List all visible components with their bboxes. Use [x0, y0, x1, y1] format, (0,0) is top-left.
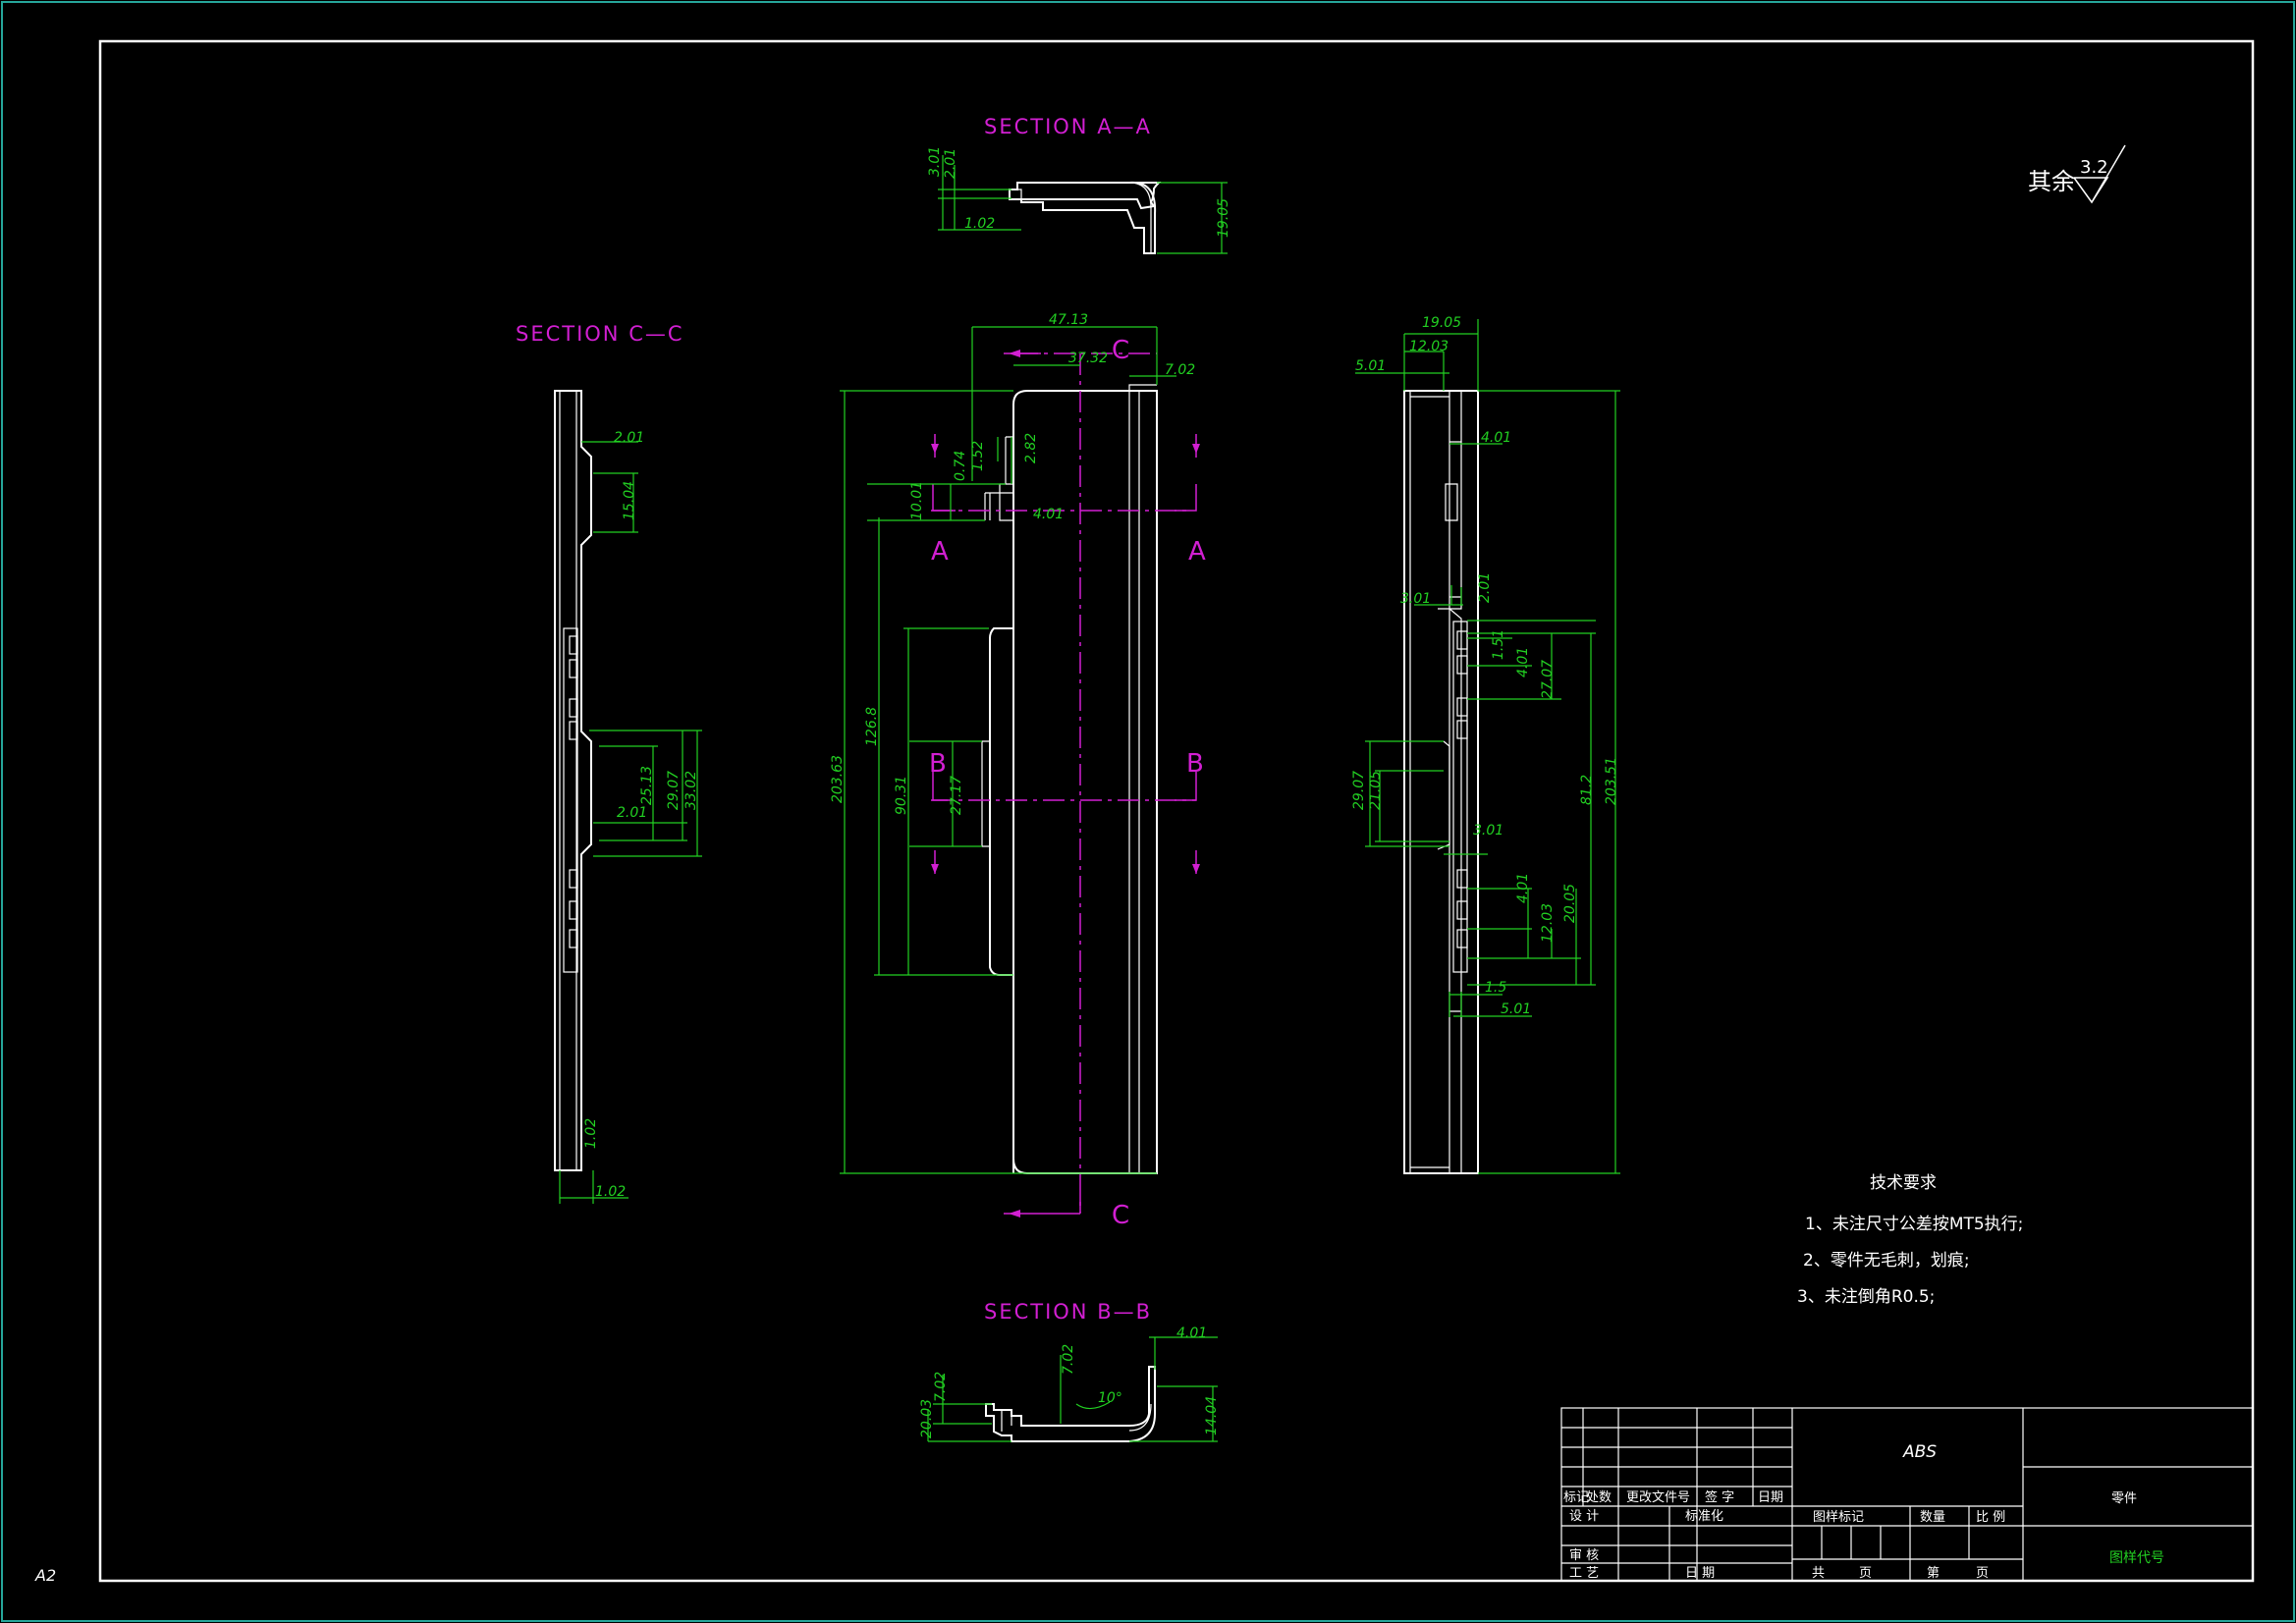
tb-page: 页: [1859, 1566, 1872, 1581]
dim-side-3: 5.01: [1355, 358, 1386, 374]
dim-aa-3: 1.02: [964, 216, 995, 232]
dim-side-14: 203.51: [1604, 757, 1619, 805]
tb-material: ABS: [1902, 1442, 1937, 1462]
front-view: A A B B C C 47.13 37.32 7.02 203.63 126.…: [830, 312, 1206, 1230]
title-block: 标记 处数 更改文件号 签 字 日期 设 计 标准化 审 核 工 艺 日 期 A…: [1560, 1407, 2254, 1582]
dim-bb-4: 20.03: [919, 1399, 935, 1438]
tb-rev-date: 日期: [1758, 1490, 1783, 1505]
section-cc-view: SECTION C—C 2.01 15.04 25.13 29.07 33.02…: [516, 322, 702, 1204]
dim-bb-6: 14.04: [1204, 1396, 1220, 1435]
dim-front-4: 203.63: [830, 755, 846, 803]
dim-bb-5: 10°: [1098, 1390, 1122, 1406]
cut-label-b-left: B: [929, 749, 947, 779]
dim-side-8: 4.01: [1515, 647, 1531, 677]
dim-front-3: 7.02: [1165, 362, 1195, 378]
tb-rev-mark: 标记: [1563, 1490, 1589, 1505]
section-cc-title: SECTION C—C: [516, 322, 684, 346]
section-bb-view: SECTION B—B 4.01 7.02 7.02 20.03 10° 14.…: [919, 1300, 1220, 1442]
inner-border: [98, 39, 2255, 1583]
dim-side-17: 20.05: [1562, 884, 1578, 923]
dim-side-6: 2.01: [1477, 572, 1493, 603]
tb-date: 日 期: [1685, 1566, 1715, 1581]
cut-label-c-bottom: C: [1112, 1201, 1129, 1230]
side-view: 19.05 12.03 5.01 4.01 3.01 2.01 1.51 4.0…: [1351, 315, 1620, 1174]
dim-aa-1: 3.01: [927, 146, 943, 177]
tb-process: 工 艺: [1569, 1566, 1599, 1581]
dim-cc-1: 2.01: [614, 430, 644, 446]
tb-scale: 比 例: [1976, 1510, 2005, 1525]
surface-finish-symbol: 其余 3.2: [2028, 144, 2126, 204]
dim-front-2: 37.32: [1068, 351, 1108, 366]
tech-requirements: 技术要求 1、未注尺寸公差按MT5执行; 2、零件无毛刺，划痕; 3、未注倒角R…: [1797, 1173, 2023, 1307]
tech-req-item-2: 2、零件无毛刺，划痕;: [1803, 1251, 1970, 1271]
dim-front-8: 10.01: [909, 481, 925, 520]
dim-cc-6: 2.01: [617, 805, 647, 821]
dim-side-2: 12.03: [1409, 339, 1449, 354]
tb-standardization: 标准化: [1685, 1509, 1723, 1524]
dim-front-9: 0.74: [953, 451, 968, 481]
dim-front-6: 90.31: [894, 776, 909, 815]
dim-side-19: 5.01: [1501, 1001, 1531, 1017]
dim-cc-5: 33.02: [683, 771, 699, 810]
dim-side-4: 4.01: [1481, 430, 1511, 446]
dim-cc-2: 15.04: [622, 481, 637, 520]
tb-rev-count: 处数: [1586, 1490, 1612, 1505]
cut-label-a-right: A: [1188, 537, 1206, 567]
dim-side-15: 4.01: [1515, 873, 1531, 903]
tb-design: 设 计: [1569, 1509, 1599, 1524]
dim-cc-8: 1.02: [595, 1184, 626, 1200]
dim-side-7: 1.51: [1491, 629, 1506, 660]
dim-side-16: 12.03: [1540, 903, 1556, 943]
cut-label-c-top: C: [1112, 336, 1129, 365]
dim-cc-7: 1.02: [583, 1118, 599, 1149]
dim-side-1: 19.05: [1422, 315, 1461, 331]
dim-bb-1: 4.01: [1176, 1325, 1207, 1341]
tb-rev-sign: 签 字: [1705, 1489, 1734, 1505]
cut-label-b-right: B: [1186, 749, 1204, 779]
section-aa-view: SECTION A—A 3.01 2.01 1.02 19.05: [927, 115, 1231, 254]
dim-bb-3: 7.02: [933, 1372, 949, 1402]
dim-front-1: 47.13: [1049, 312, 1088, 328]
section-aa-title: SECTION A—A: [984, 115, 1152, 138]
dim-front-12: 4.01: [1033, 507, 1064, 522]
dim-side-10: 29.07: [1351, 771, 1367, 810]
tb-part-name: 零件: [2111, 1491, 2137, 1506]
dim-side-11: 21.05: [1368, 771, 1384, 810]
surface-finish-value: 3.2: [2080, 157, 2108, 178]
dim-front-10: 1.52: [970, 441, 986, 471]
surface-finish-prefix: 其余: [2028, 168, 2075, 195]
dim-side-13: 81.2: [1579, 775, 1595, 805]
sheet-size-label: A2: [34, 1566, 56, 1585]
dim-side-9: 27.07: [1540, 660, 1556, 699]
dim-cc-3: 25.13: [639, 766, 655, 805]
tb-review: 审 核: [1569, 1548, 1599, 1563]
tb-total: 共: [1812, 1566, 1825, 1581]
dim-front-7: 27.17: [949, 776, 964, 815]
dim-side-18: 1.5: [1485, 980, 1506, 996]
tb-rev-file: 更改文件号: [1626, 1490, 1690, 1505]
section-bb-title: SECTION B—B: [984, 1300, 1152, 1324]
tb-drawing-number: 图样代号: [2109, 1550, 2164, 1566]
dim-front-5: 126.8: [864, 707, 880, 746]
tb-sheet: 第: [1927, 1566, 1940, 1581]
dim-side-5: 3.01: [1400, 591, 1431, 607]
tech-req-item-1: 1、未注尺寸公差按MT5执行;: [1805, 1215, 2023, 1234]
dim-aa-2: 2.01: [943, 148, 958, 179]
dim-side-12: 3.01: [1473, 823, 1503, 839]
cut-label-a-left: A: [931, 537, 949, 567]
dim-front-11: 2.82: [1023, 433, 1039, 463]
dim-cc-4: 29.07: [666, 771, 682, 810]
tech-req-item-3: 3、未注倒角R0.5;: [1797, 1287, 1935, 1307]
dim-bb-2: 7.02: [1061, 1344, 1076, 1375]
dim-aa-4: 19.05: [1216, 198, 1231, 238]
tb-stage-mark: 图样标记: [1813, 1510, 1864, 1525]
tb-quantity: 数量: [1920, 1510, 1945, 1525]
tech-req-title: 技术要求: [1870, 1173, 1937, 1193]
tb-sheet-page: 页: [1976, 1566, 1989, 1581]
